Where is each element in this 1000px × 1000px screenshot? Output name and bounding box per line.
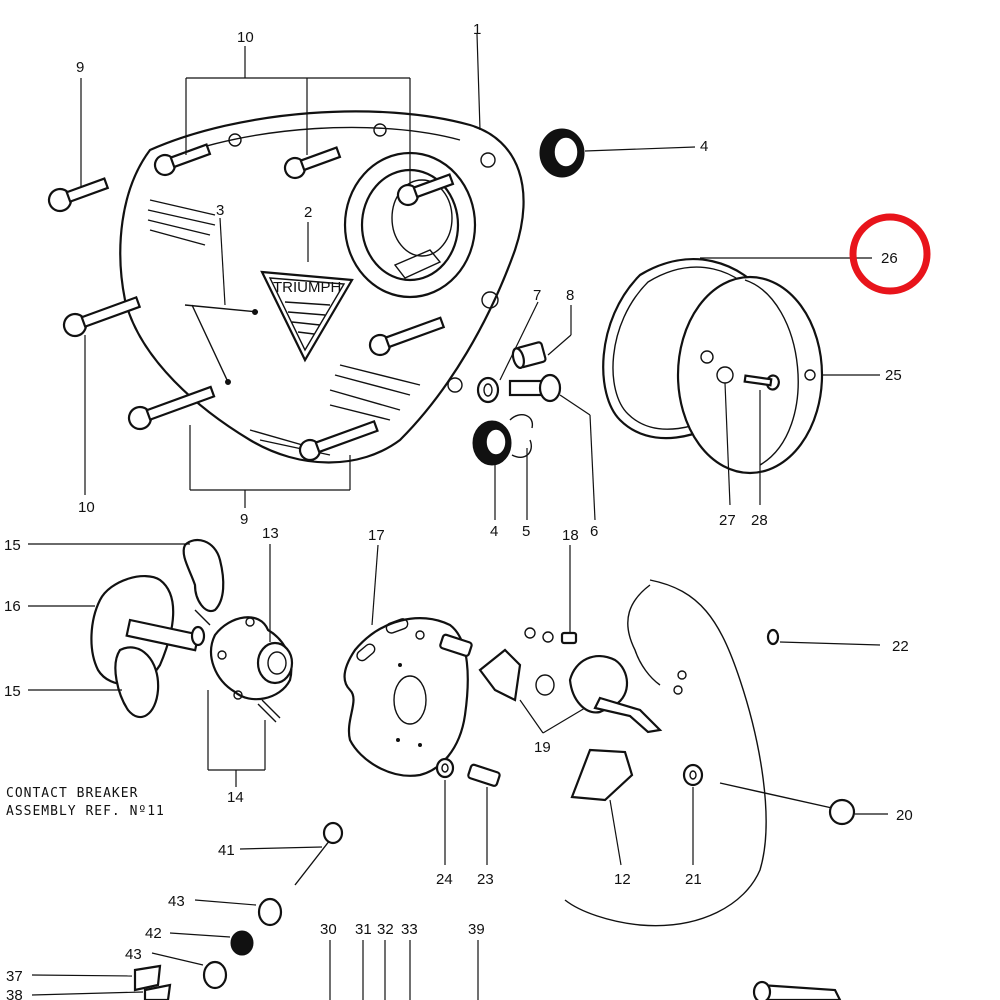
label-22: 22 (892, 638, 909, 655)
oil-seal-top (539, 128, 585, 178)
contact-breaker-caption: CONTACT BREAKER ASSEMBLY REF. Nº11 (6, 786, 165, 819)
label-15-bottom: 15 (4, 683, 21, 700)
label-14: 14 (227, 789, 244, 806)
caption-line-1: CONTACT BREAKER (6, 786, 138, 801)
label-27: 27 (719, 512, 736, 529)
label-10-top: 10 (237, 29, 254, 46)
contact-breaker-parts (90, 538, 856, 1000)
label-15-top: 15 (4, 537, 21, 554)
label-13: 13 (262, 525, 279, 542)
label-28: 28 (751, 512, 768, 529)
label-2: 2 (304, 204, 312, 221)
cover-screws (153, 143, 455, 462)
label-1: 1 (473, 21, 481, 38)
label-39: 39 (468, 921, 485, 938)
leader-lines (28, 33, 888, 1000)
label-5: 5 (522, 523, 530, 540)
label-18: 18 (562, 527, 579, 544)
label-10-bottom: 10 (78, 499, 95, 516)
label-43-bottom: 43 (125, 946, 142, 963)
label-4-top: 4 (700, 138, 708, 155)
caption-line-2: ASSEMBLY REF. Nº11 (6, 804, 165, 819)
part-number-labels: 10 1 9 4 2 3 10 9 7 8 4 5 6 26 25 27 28 … (4, 21, 913, 1000)
badge-brand-text: TRIUMPH (273, 279, 341, 296)
label-41: 41 (218, 842, 235, 859)
label-6: 6 (590, 523, 598, 540)
triumph-badge: TRIUMPH (260, 270, 354, 363)
label-25: 25 (885, 367, 902, 384)
label-7: 7 (533, 287, 541, 304)
label-3: 3 (216, 202, 224, 219)
label-8: 8 (566, 287, 574, 304)
label-9-top: 9 (76, 59, 84, 76)
label-38: 38 (6, 987, 23, 1000)
highlight-circle-part-26 (849, 213, 931, 295)
label-9-bottom: 9 (240, 511, 248, 528)
label-32: 32 (377, 921, 394, 938)
label-16: 16 (4, 598, 21, 615)
label-31: 31 (355, 921, 372, 938)
label-24: 24 (436, 871, 453, 888)
loose-screws (47, 177, 216, 431)
label-30: 30 (320, 921, 337, 938)
label-42: 42 (145, 925, 162, 942)
label-19: 19 (534, 739, 551, 756)
label-33: 33 (401, 921, 418, 938)
label-17: 17 (368, 527, 385, 544)
label-4-bottom: 4 (490, 523, 498, 540)
label-23: 23 (477, 871, 494, 888)
label-37: 37 (6, 968, 23, 985)
label-12: 12 (614, 871, 631, 888)
label-20: 20 (896, 807, 913, 824)
label-26: 26 (881, 250, 898, 267)
label-43-top: 43 (168, 893, 185, 910)
inspection-cover (676, 275, 824, 475)
label-21: 21 (685, 871, 702, 888)
small-parts-4-8 (472, 341, 562, 466)
